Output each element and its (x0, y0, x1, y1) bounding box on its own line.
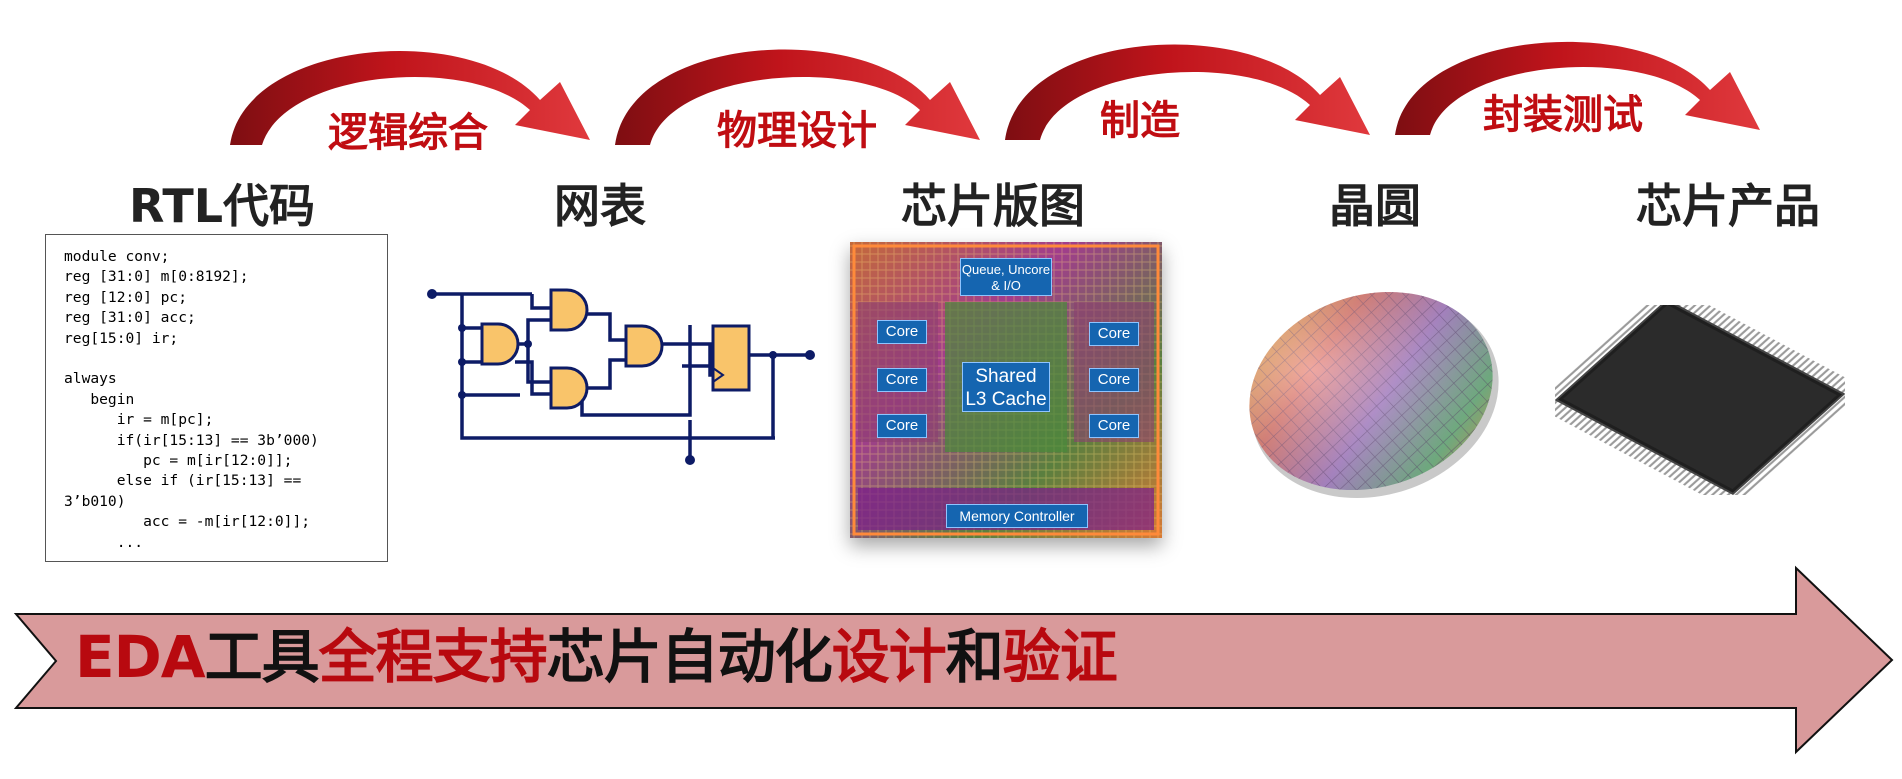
stage-label-wafer: 晶圆 (1329, 179, 1421, 233)
die-memory-block: Memory Controller (946, 504, 1088, 528)
code-line: ... (64, 533, 144, 551)
stage-label-chip-product: 芯片产品 (1636, 179, 1820, 233)
code-line: reg [12:0] pc; (64, 288, 188, 306)
code-line: always (64, 370, 117, 388)
rtl-code-box: module conv; reg [31:0] m[0:8192]; reg [… (45, 234, 388, 562)
code-line: 3’b010) (64, 492, 126, 510)
flipflop-icon (711, 324, 751, 392)
chip-layout-die: Queue, Uncore & I/O Core Core Core Core … (850, 242, 1162, 538)
stage-label-netlist: 网表 (554, 179, 646, 233)
code-line: reg[15:0] ir; (64, 329, 179, 347)
step-label-manufacturing: 制造 (1100, 98, 1180, 144)
banner-part-tools: 工具 (204, 623, 320, 691)
rtl-code-text: module conv; reg [31:0] m[0:8192]; reg [… (64, 247, 387, 553)
die-core-block: Core (1089, 368, 1139, 392)
code-line: reg [31:0] acc; (64, 309, 196, 327)
banner-arrow (13, 565, 1894, 755)
code-line: acc = -m[ir[12:0]]; (64, 513, 311, 531)
banner-part-verification: 验证 (1002, 623, 1118, 691)
code-line: if(ir[15:13] == 3b’000) (64, 431, 319, 449)
netlist-schematic (427, 288, 815, 465)
banner-part-and: 和 (945, 623, 1004, 691)
step-label-packaging: 封装测试 (1483, 92, 1643, 138)
stage-label-layout: 芯片版图 (901, 179, 1085, 233)
code-line: module conv; (64, 248, 170, 265)
die-core-block: Core (877, 414, 927, 438)
arrow-packaging (1395, 41, 1760, 135)
and-gate-icon (549, 366, 589, 410)
banner-part-design: 设计 (831, 623, 947, 691)
banner-part-eda: EDA (75, 623, 206, 691)
die-queue-block: Queue, Uncore & I/O (960, 258, 1052, 296)
code-line: reg [31:0] m[0:8192]; (64, 268, 249, 286)
code-line: ir = m[pc]; (64, 411, 214, 429)
die-core-block: Core (877, 320, 927, 344)
code-line: begin (64, 390, 135, 408)
and-gate-icon (480, 322, 520, 366)
die-core-block: Core (1089, 322, 1139, 346)
code-line: pc = m[ir[12:0]]; (64, 452, 293, 470)
and-gate-icon (624, 324, 664, 368)
wafer-image (1249, 291, 1499, 499)
die-core-block: Core (877, 368, 927, 392)
die-core-block: Core (1089, 414, 1139, 438)
arrow-physical-design (615, 49, 980, 145)
step-label-physical-design: 物理设计 (717, 108, 877, 154)
chip-product-image (1555, 305, 1845, 495)
stage-label-rtl: RTL代码 (128, 179, 316, 233)
arrow-synthesis (230, 50, 590, 145)
arrow-manufacturing (1005, 44, 1370, 140)
die-cache-block: Shared L3 Cache (962, 362, 1050, 412)
and-gate-icon (549, 288, 589, 332)
step-label-synthesis: 逻辑综合 (328, 110, 488, 156)
banner-part-chip-automation: 芯片自动化 (546, 623, 833, 691)
code-line: else if (ir[15:13] == (64, 472, 302, 490)
banner-part-full-support: 全程支持 (318, 623, 548, 691)
banner-text: EDA工具全程支持芯片自动化设计和验证 (75, 622, 1118, 692)
